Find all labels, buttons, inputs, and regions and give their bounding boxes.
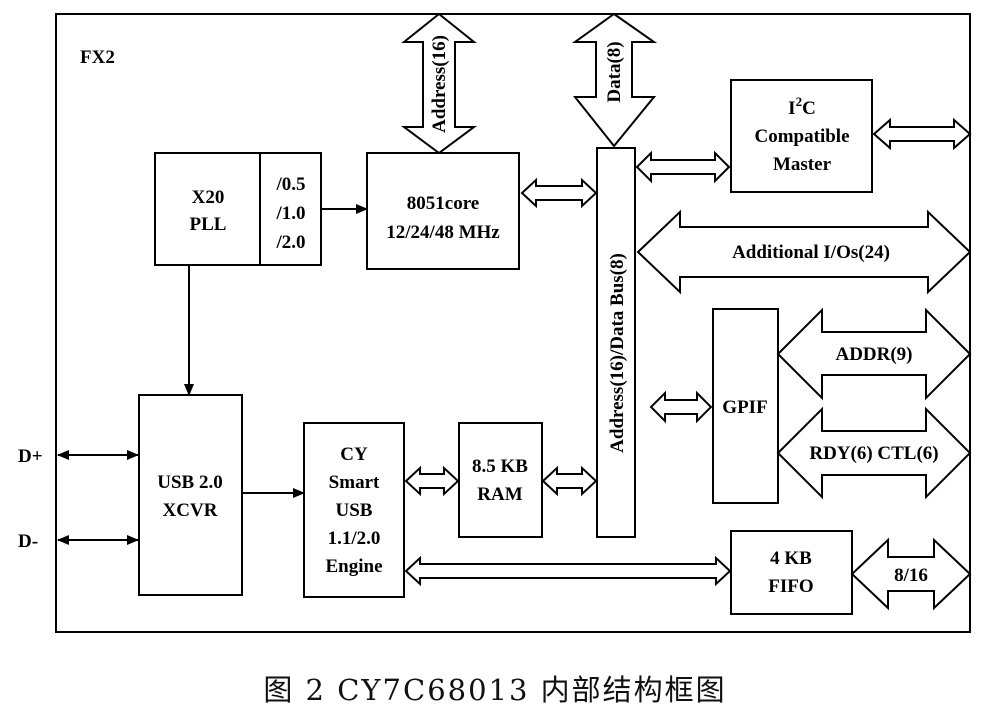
divider-line2: /1.0: [275, 203, 305, 224]
addr-label: ADDR(9): [835, 344, 912, 365]
engine-fifo-arrow: [404, 555, 732, 587]
usb-engine-block: [303, 422, 405, 598]
i2c-line3: Master: [773, 154, 832, 175]
pll-line1: X20: [192, 187, 225, 208]
engine-line3: USB: [336, 500, 373, 521]
address-label: Address(16): [429, 35, 450, 133]
address-arrow: Address(16): [400, 12, 478, 155]
fifo-block: [730, 530, 853, 615]
divider-line1: /0.5: [275, 174, 305, 195]
additional-io-label: Additional I/Os(24): [732, 242, 890, 263]
divider-block: [259, 152, 322, 266]
additional-io-arrow: [636, 209, 972, 295]
fifo-external-arrow: [850, 537, 972, 611]
chip-frame: [55, 13, 971, 633]
figure-caption: 图 2 CY7C68013 内部结构框图: [263, 673, 726, 707]
addr-arrow: [776, 307, 972, 401]
bus-label: Address(16)/Data Bus(8): [607, 253, 628, 453]
pll-block: [154, 152, 261, 266]
fifo-bus-label: 8/16: [894, 565, 928, 586]
ram-bus-arrow: [541, 465, 598, 497]
core-bus-arrow: [520, 177, 598, 209]
bus-gpif-arrow: [649, 390, 713, 424]
ram-block: [458, 422, 543, 538]
engine-ram-arrow: [404, 465, 460, 497]
fifo-line1: 4 KB: [770, 548, 812, 569]
ram-line1: 8.5 KB: [472, 456, 528, 477]
i2c-line2: Compatible: [755, 126, 850, 147]
address-data-bus: [596, 147, 636, 538]
dplus-pin: D+: [18, 446, 43, 467]
core-block: [366, 152, 520, 270]
pll-line2: PLL: [190, 214, 227, 235]
bus-i2c-arrow: [635, 150, 731, 184]
data-label: Data(8): [604, 41, 625, 102]
rdy-ctl-arrow: [776, 406, 972, 500]
usb-xcvr-line1: USB 2.0: [157, 472, 222, 493]
gpif-block: [712, 308, 779, 504]
engine-line4: 1.1/2.0: [328, 528, 381, 549]
usb-xcvr-line2: XCVR: [163, 500, 218, 521]
divider-line3: /2.0: [275, 232, 305, 253]
gpif-label: GPIF: [722, 397, 767, 418]
engine-line5: Engine: [325, 556, 382, 577]
core-line1: 8051core: [407, 193, 479, 214]
i2c-line1: I2C: [788, 94, 816, 119]
engine-line1: CY: [340, 444, 368, 465]
usb-xcvr-block: [138, 394, 243, 596]
rdy-ctl-label: RDY(6) CTL(6): [809, 443, 938, 464]
data-arrow: Data(8): [571, 12, 658, 148]
ram-line2: RAM: [477, 484, 522, 505]
i2c-external-arrow: [872, 117, 972, 151]
core-line2: 12/24/48 MHz: [386, 222, 500, 243]
i2c-block: [730, 79, 873, 193]
dminus-pin: D-: [18, 531, 38, 552]
fifo-line2: FIFO: [768, 576, 813, 597]
chip-label: FX2: [80, 47, 115, 68]
engine-line2: Smart: [329, 472, 380, 493]
